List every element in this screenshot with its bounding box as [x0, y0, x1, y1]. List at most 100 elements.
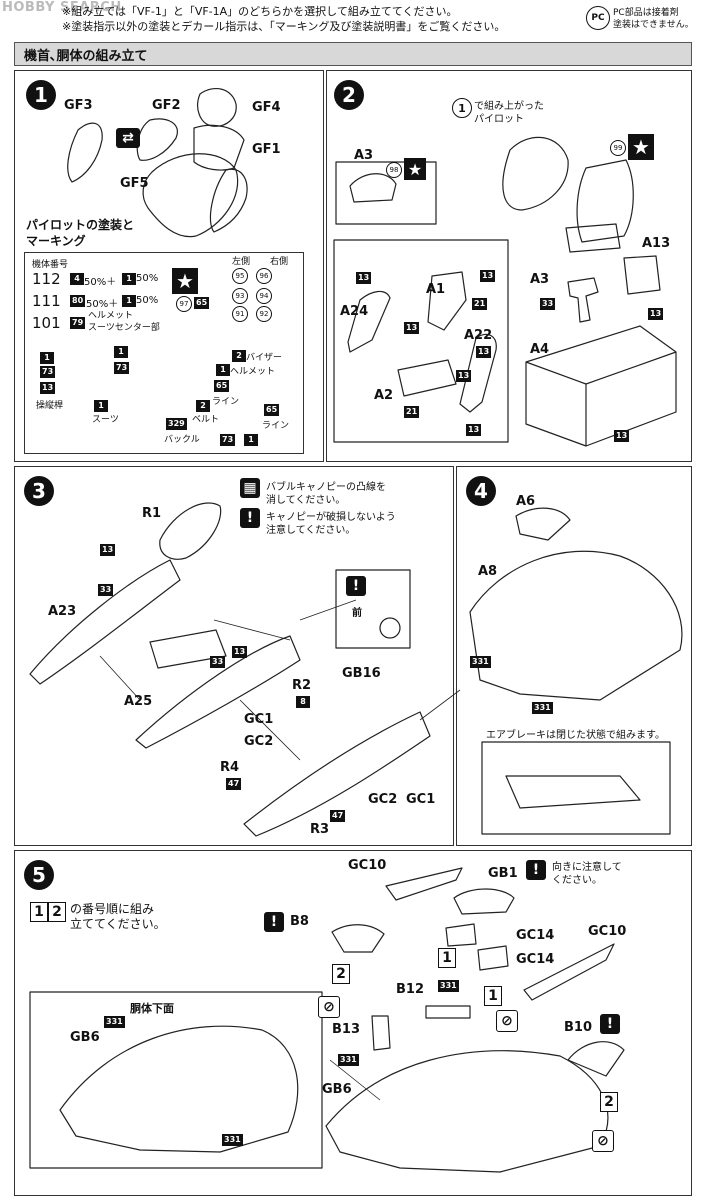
underside-label: 胴体下面 [130, 1002, 174, 1015]
part-gf2: GF2 [152, 98, 181, 113]
code-1-suit: 1 [94, 400, 108, 412]
part-gc1-left: GC1 [244, 712, 274, 727]
part-b8: B8 [290, 914, 309, 929]
section-title: 機首､胴体の組み立て [24, 49, 148, 64]
a4-edges [525, 351, 677, 446]
a2-part [397, 359, 457, 397]
step3-note1-line2: 消してください。 [266, 495, 346, 506]
a8-body [469, 550, 683, 701]
code-13-a22b: 13 [466, 424, 482, 436]
part-a6: A6 [516, 494, 536, 509]
part-a13: A13 [642, 236, 671, 251]
pilot-ref-line1: で組み上がった [474, 101, 544, 112]
a13-part [623, 255, 661, 295]
step5-panel [14, 850, 692, 1196]
decal-93: 93 [232, 288, 248, 304]
front-label: 前 [352, 608, 362, 619]
a3-stick [567, 277, 599, 323]
stick-label: 操縦桿 [36, 401, 64, 411]
code-8-r2: 8 [296, 696, 310, 708]
direction-note-2: ください。 [552, 875, 602, 886]
gc14-b [477, 945, 509, 971]
gf4-torso [193, 124, 245, 171]
part-a3: A3 [530, 272, 550, 287]
no-glue-icon-3: ⊘ [592, 1130, 614, 1152]
caution-icon-gb1: ! [526, 860, 546, 880]
caution-icon-b10: ! [600, 1014, 620, 1034]
part-b13: B13 [332, 1022, 360, 1037]
star-icon: ★ [172, 268, 198, 294]
pilot-ref-line2: パイロット [474, 114, 524, 125]
b10-part [567, 1041, 625, 1077]
row1-pct: 50% [136, 273, 159, 284]
part-r2: R2 [292, 678, 312, 693]
decal-92: 92 [256, 306, 272, 322]
a6-part [515, 507, 571, 541]
code-13-a23: 13 [100, 544, 116, 556]
part-gc2-right: GC2 [368, 792, 398, 807]
part-gb6-underside: GB6 [70, 1030, 100, 1045]
caution-icon-front: ! [346, 576, 366, 596]
part-a2: A2 [374, 388, 394, 403]
top-note-line2: ※塗装指示以外の塗装とデカール指示は、「マーキング及び塗装説明書」をご覧ください… [62, 20, 506, 33]
part-gc10-right: GC10 [588, 924, 627, 939]
code-329-buckle: 329 [166, 418, 187, 430]
code-13-stick: 13 [40, 382, 56, 394]
code-1-stick: 1 [40, 352, 54, 364]
front-ring [379, 617, 401, 639]
top-note-line1: ※組み立ては「VF-1」と「VF-1A」のどちらかを選択して組み立ててください。 [62, 5, 458, 18]
row3-code1: 79 [70, 317, 86, 329]
code-65-arm: 65 [264, 404, 280, 416]
mirror-icon: ⇄ [116, 128, 140, 148]
seat [576, 159, 634, 243]
code-13-a24: 13 [356, 272, 372, 284]
row2-code1: 80 [70, 295, 86, 307]
r1-canopy [159, 502, 222, 560]
code-73-arm: 73 [220, 434, 236, 446]
code-33-a3: 33 [540, 298, 556, 310]
right-side-label: 右側 [270, 257, 289, 267]
step2-number: 2 [334, 80, 364, 110]
code-331-left: 331 [470, 656, 491, 668]
part-r4: R4 [220, 760, 240, 775]
code-13-a13: 13 [648, 308, 664, 320]
line-label-2: ライン [262, 421, 290, 431]
decal-94: 94 [256, 288, 272, 304]
seat-base [565, 223, 621, 253]
decal-95: 95 [232, 268, 248, 284]
gc10-top [385, 867, 463, 901]
part-gf1: GF1 [252, 142, 281, 157]
line-label-1: ライン [212, 397, 240, 407]
code-65-line: 65 [214, 380, 230, 392]
order-marker-1b: 1 [484, 986, 502, 1006]
a24-part [347, 290, 391, 353]
code-2-belt: 2 [196, 400, 210, 412]
gf2-part [136, 118, 178, 161]
step4-panel [456, 466, 692, 846]
part-gc2-left: GC2 [244, 734, 274, 749]
part-gb6-main: GB6 [322, 1082, 352, 1097]
code-73-stick: 73 [40, 366, 56, 378]
part-a22: A22 [464, 328, 493, 343]
airbrake-detail [505, 775, 641, 809]
gb1-part [453, 888, 515, 915]
row3-id: 101 [32, 314, 61, 332]
part-gf4: GF4 [252, 100, 281, 115]
front-inset-box [335, 569, 411, 649]
a3-inset-box [335, 161, 437, 225]
underside-inset-box [29, 991, 323, 1169]
step1-number: 1 [26, 80, 56, 110]
a25-part [135, 635, 301, 749]
pc-badge: PC [586, 6, 610, 30]
code-1-helmet: 1 [216, 364, 230, 376]
suit-label: スーツ [92, 415, 119, 425]
step4-number: 4 [466, 476, 496, 506]
code-331-bottom: 331 [532, 702, 553, 714]
part-gb16: GB16 [342, 666, 381, 681]
code-331-under-2: 331 [222, 1134, 243, 1146]
star-icon-a3: ★ [404, 158, 426, 180]
belt-label: ベルト [192, 415, 220, 425]
part-a4: A4 [530, 342, 550, 357]
code-331-under-1: 331 [104, 1016, 125, 1028]
gf1-part [209, 168, 248, 233]
